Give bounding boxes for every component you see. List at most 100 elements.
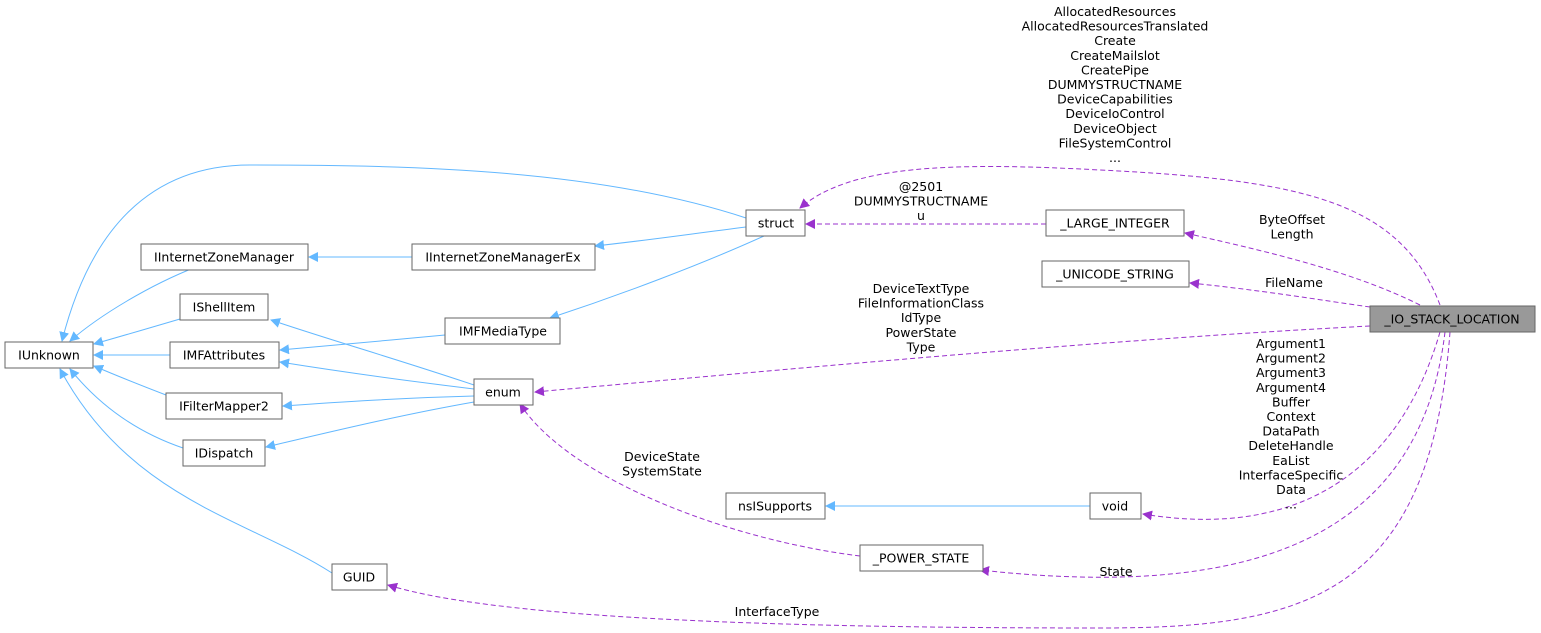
- node-struct[interactable]: struct: [745, 209, 806, 237]
- node-power-state[interactable]: _POWER_STATE: [859, 544, 984, 572]
- edge-label-line: DataPath: [1262, 424, 1319, 439]
- edge-label-line: DUMMYSTRUCTNAME: [1048, 77, 1182, 92]
- edge-label-line: DeviceIoControl: [1065, 106, 1164, 121]
- node-void[interactable]: void: [1089, 492, 1142, 520]
- edge-label-line: FileName: [1265, 275, 1323, 290]
- edge-label-line: InterfaceSpecific: [1239, 467, 1344, 482]
- edge-label-line: @2501: [899, 179, 943, 194]
- edge-label-line: Argument1: [1256, 336, 1326, 351]
- node-unicode-string[interactable]: _UNICODE_STRING: [1041, 260, 1190, 288]
- node-unicode-string-label: _UNICODE_STRING: [1055, 267, 1174, 282]
- edge-label-line: DeviceState: [624, 449, 700, 464]
- edge-label-line: Data: [1276, 482, 1306, 497]
- node-large-integer[interactable]: _LARGE_INTEGER: [1045, 209, 1185, 237]
- edge-label-line: Type: [906, 339, 936, 354]
- node-guid[interactable]: GUID: [331, 563, 388, 591]
- edge-label-line: ...: [1109, 150, 1121, 165]
- edge-enum-ishellitem: [270, 318, 475, 386]
- node-imfattributes[interactable]: IMFAttributes: [169, 341, 280, 369]
- edge-label-line: CreatePipe: [1081, 62, 1149, 77]
- edge-label-line: DeviceTextType: [873, 281, 970, 296]
- label-guid-members: InterfaceType: [735, 604, 820, 619]
- node-iinternetzonemanagerex[interactable]: IInternetZoneManagerEx: [411, 243, 596, 271]
- usage-edges: [387, 166, 1451, 629]
- node-imfattributes-label: IMFAttributes: [183, 348, 265, 363]
- edge-label-line: DUMMYSTRUCTNAME: [854, 194, 988, 209]
- edge-io-large-integer: [1184, 230, 1421, 306]
- node-iunknown-label: IUnknown: [18, 348, 80, 363]
- edge-label-line: Argument2: [1256, 351, 1326, 366]
- edge-label-line: DeviceObject: [1073, 121, 1157, 136]
- edge-label-line: CreateMailslot: [1070, 48, 1160, 63]
- node-ishellitem[interactable]: IShellItem: [179, 293, 269, 321]
- node-ifiltermapper2[interactable]: IFilterMapper2: [165, 392, 283, 420]
- edge-label-line: FileSystemControl: [1059, 135, 1172, 150]
- edge-label-line: Context: [1267, 409, 1316, 424]
- node-large-integer-label: _LARGE_INTEGER: [1059, 216, 1170, 231]
- edge-label-line: PowerState: [886, 325, 957, 340]
- label-power-state-members: State: [1099, 564, 1132, 579]
- edge-imfmediatype-imfattributes: [279, 334, 446, 355]
- node-imfmediatype[interactable]: IMFMediaType: [444, 317, 561, 345]
- node-ifiltermapper2-label: IFilterMapper2: [179, 399, 269, 414]
- edge-label-line: IdType: [901, 310, 942, 325]
- edge-label-line: DeviceCapabilities: [1057, 92, 1173, 107]
- node-iunknown[interactable]: IUnknown: [4, 341, 94, 369]
- edge-enum-idispatch: [265, 401, 475, 450]
- edge-struct-iunknown: [59, 164, 747, 342]
- edge-io-struct: [799, 166, 1441, 306]
- node-void-label: void: [1102, 499, 1128, 514]
- node-io-stack-location-label: _IO_STACK_LOCATION: [1383, 312, 1519, 327]
- edge-label-line: InterfaceType: [735, 604, 820, 619]
- edge-io-unicode-string: [1189, 278, 1371, 308]
- node-idispatch[interactable]: IDispatch: [182, 439, 266, 467]
- node-nsisupports[interactable]: nsISupports: [725, 492, 826, 520]
- edge-label-line: SystemState: [622, 464, 702, 479]
- edge-power-state-enum: [519, 403, 861, 557]
- node-power-state-label: _POWER_STATE: [872, 551, 970, 566]
- edge-struct-iinternetzonemanagerex: [594, 226, 747, 250]
- edge-label-line: AllocatedResources: [1054, 4, 1176, 19]
- edge-label-line: u: [917, 208, 925, 223]
- edge-label-line: ...: [1285, 497, 1297, 512]
- node-idispatch-label: IDispatch: [195, 446, 254, 461]
- node-guid-label: GUID: [343, 570, 375, 585]
- edge-label-line: DeleteHandle: [1248, 438, 1333, 453]
- edge-label-line: AllocatedResourcesTranslated: [1022, 19, 1209, 34]
- edge-label-line: EaList: [1272, 453, 1310, 468]
- node-iinternetzonemanager[interactable]: IInternetZoneManager: [140, 243, 309, 271]
- node-iinternetzonemanager-label: IInternetZoneManager: [154, 250, 295, 265]
- edge-label-line: Argument4: [1256, 380, 1326, 395]
- label-unicode-string-members: FileName: [1265, 275, 1323, 290]
- edge-io-power-state: [979, 331, 1446, 578]
- edge-label-line: Buffer: [1272, 394, 1311, 409]
- edge-label-line: Length: [1270, 227, 1313, 242]
- edge-label-line: State: [1099, 564, 1132, 579]
- edge-idispatch-iunknown: [69, 368, 184, 449]
- inheritance-edges: [59, 164, 1090, 574]
- edge-ishellitem-iunknown: [93, 318, 181, 347]
- node-enum[interactable]: enum: [473, 378, 534, 406]
- edge-iinternetzonemanager-iunknown: [69, 266, 197, 342]
- edge-label-line: Create: [1094, 33, 1136, 48]
- node-iinternetzonemanagerex-label: IInternetZoneManagerEx: [425, 250, 580, 265]
- node-enum-label: enum: [485, 385, 521, 400]
- edge-struct-imfmediatype: [549, 235, 765, 320]
- edge-io-enum: [534, 325, 1371, 397]
- edge-label-line: ByteOffset: [1259, 212, 1325, 227]
- edge-enum-ifiltermapper2: [282, 395, 475, 411]
- edge-label-line: FileInformationClass: [858, 296, 984, 311]
- node-io-stack-location[interactable]: _IO_STACK_LOCATION: [1369, 305, 1536, 333]
- edge-guid-iunknown: [59, 368, 333, 574]
- node-ishellitem-label: IShellItem: [193, 300, 256, 315]
- edge-ifiltermapper2-iunknown: [93, 364, 167, 396]
- edge-enum-imfattributes: [279, 358, 475, 390]
